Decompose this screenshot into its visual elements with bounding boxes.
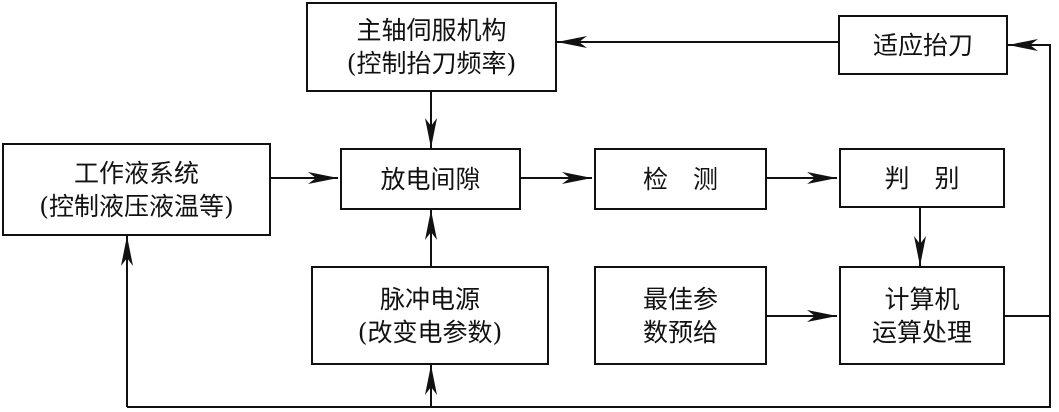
spindle-servo-title: 主轴伺服机构 <box>356 16 507 45</box>
spindle-servo-box: 主轴伺服机构 (控制抬刀频率) <box>306 2 557 92</box>
arrow-computer-to-adaptive <box>1005 39 1051 317</box>
detection-label: 检 测 <box>642 164 718 194</box>
pulse-power-title: 脉冲电源 <box>379 284 480 314</box>
adaptive-lift-box: 适应抬刀 <box>838 15 1008 75</box>
optimal-params-line1: 最佳参 <box>642 284 718 314</box>
working-fluid-title: 工作液系统 <box>73 158 199 188</box>
judgement-label: 判 别 <box>884 163 960 193</box>
feedback-line-bottom <box>127 316 1051 408</box>
discharge-gap-box: 放电间隙 <box>340 148 521 210</box>
optimal-params-line2: 数预给 <box>642 317 718 347</box>
optimal-params-box: 最佳参 数预给 <box>594 266 767 365</box>
computer-processing-line1: 计算机 <box>884 284 960 314</box>
spindle-servo-note: (控制抬刀频率) <box>346 49 517 78</box>
computer-processing-box: 计算机 运算处理 <box>839 266 1005 365</box>
working-fluid-note: (控制液压液温等) <box>39 191 234 221</box>
detection-box: 检 测 <box>594 148 767 210</box>
pulse-power-box: 脉冲电源 (改变电参数) <box>311 266 549 365</box>
computer-processing-line2: 运算处理 <box>871 317 972 347</box>
discharge-gap-label: 放电间隙 <box>380 164 481 194</box>
pulse-power-note: (改变电参数) <box>357 317 503 347</box>
adaptive-lift-label: 适应抬刀 <box>872 30 973 60</box>
working-fluid-box: 工作液系统 (控制液压液温等) <box>2 143 271 236</box>
judgement-box: 判 别 <box>839 148 1005 208</box>
